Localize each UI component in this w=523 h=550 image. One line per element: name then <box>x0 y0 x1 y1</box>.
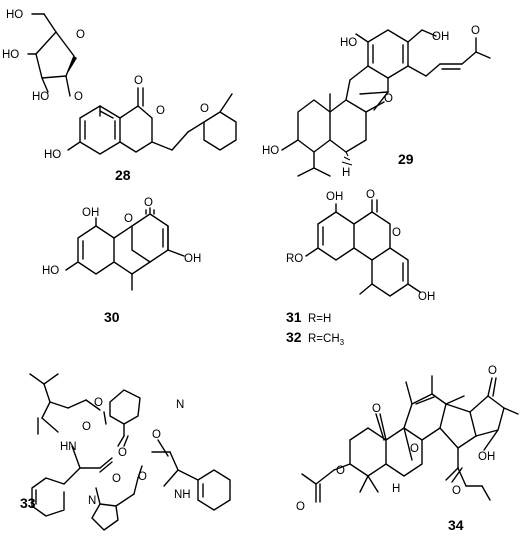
compound-33: O O N O HN O O N O NH 33 <box>20 373 231 531</box>
svg-text:OH: OH <box>82 207 99 219</box>
compound-31-bonds <box>305 199 421 297</box>
compound-30: O OH O OH HO 30 <box>42 197 201 325</box>
compound-34-atom-labels: O O O H OH O O O <box>296 365 497 513</box>
svg-text:OH: OH <box>478 451 495 463</box>
compound-30-bonds <box>65 207 185 291</box>
compound-34-bonds <box>301 375 519 503</box>
svg-text:O: O <box>112 473 121 485</box>
compound-28: HO O HO HO O O O HO O 28 <box>2 9 237 183</box>
compound-29-bonds <box>281 29 491 177</box>
svg-text:RO: RO <box>286 253 303 265</box>
compound-28-number: 28 <box>115 167 131 183</box>
svg-text:O: O <box>156 105 165 117</box>
compound-30-number: 30 <box>104 309 120 325</box>
svg-text:NH: NH <box>174 489 191 501</box>
compound-31-number: 31 <box>286 309 302 325</box>
svg-text:HN: HN <box>60 441 77 453</box>
svg-text:OH: OH <box>326 191 343 203</box>
svg-text:O: O <box>366 189 375 201</box>
compound-28-atom-labels: HO O HO HO O O O HO O <box>2 9 209 161</box>
svg-text:O: O <box>152 429 161 441</box>
svg-text:O: O <box>76 29 85 41</box>
svg-text:O: O <box>410 443 419 455</box>
compound-31-32: OH O O RO OH 31 R=H 32 R=CH3 <box>286 189 435 347</box>
svg-text:HO: HO <box>262 145 279 157</box>
svg-text:HO: HO <box>42 265 59 277</box>
svg-text:O: O <box>138 471 147 483</box>
compound-32-caption: R=CH3 <box>308 333 345 347</box>
compound-32-number: 32 <box>286 329 302 345</box>
compound-29: HO OH O O HO H 29 <box>262 25 491 179</box>
svg-text:OH: OH <box>418 291 435 303</box>
svg-text:O: O <box>144 197 153 209</box>
svg-text:H: H <box>342 167 350 179</box>
compound-33-number: 33 <box>20 495 36 511</box>
compound-31-caption: R=H <box>308 313 331 325</box>
svg-text:O: O <box>384 93 393 105</box>
svg-text:O: O <box>94 397 103 409</box>
compound-34: O O O H OH O O O 34 <box>296 365 519 533</box>
svg-text:N: N <box>88 495 96 507</box>
svg-text:O: O <box>124 213 133 225</box>
svg-text:O: O <box>118 447 127 459</box>
compound-29-number: 29 <box>398 151 414 167</box>
svg-text:OH: OH <box>184 253 201 265</box>
compound-33-atom-labels: O O N O HN O O N O NH <box>60 397 191 507</box>
svg-text:HO: HO <box>340 37 357 49</box>
svg-text:HO: HO <box>32 91 49 103</box>
svg-text:O: O <box>134 75 143 87</box>
svg-text:HO: HO <box>44 149 61 161</box>
compound-30-atom-labels: O OH O OH HO <box>42 197 201 277</box>
svg-text:OH: OH <box>432 31 449 43</box>
compound-34-number: 34 <box>448 517 464 533</box>
svg-text:O: O <box>296 501 305 513</box>
svg-text:H: H <box>392 483 400 495</box>
compound-29-atom-labels: HO OH O O HO H <box>262 25 480 179</box>
svg-text:O: O <box>74 91 83 103</box>
svg-text:N: N <box>176 399 184 411</box>
svg-text:O: O <box>471 25 480 37</box>
svg-text:O: O <box>392 227 401 239</box>
compound-31-32-atom-labels: OH O O RO OH <box>286 189 435 303</box>
svg-text:O: O <box>372 403 381 415</box>
svg-text:O: O <box>200 103 209 115</box>
svg-text:HO: HO <box>6 9 23 21</box>
compound-33-bonds <box>29 373 231 531</box>
svg-text:O: O <box>336 465 345 477</box>
compound-29-hash-bond <box>341 151 353 166</box>
svg-text:O: O <box>488 365 497 377</box>
svg-text:O: O <box>82 421 91 433</box>
compound-28-wedge <box>66 56 77 76</box>
svg-text:HO: HO <box>2 49 19 61</box>
svg-text:O: O <box>452 485 461 497</box>
compound-28-bonds <box>27 13 237 155</box>
